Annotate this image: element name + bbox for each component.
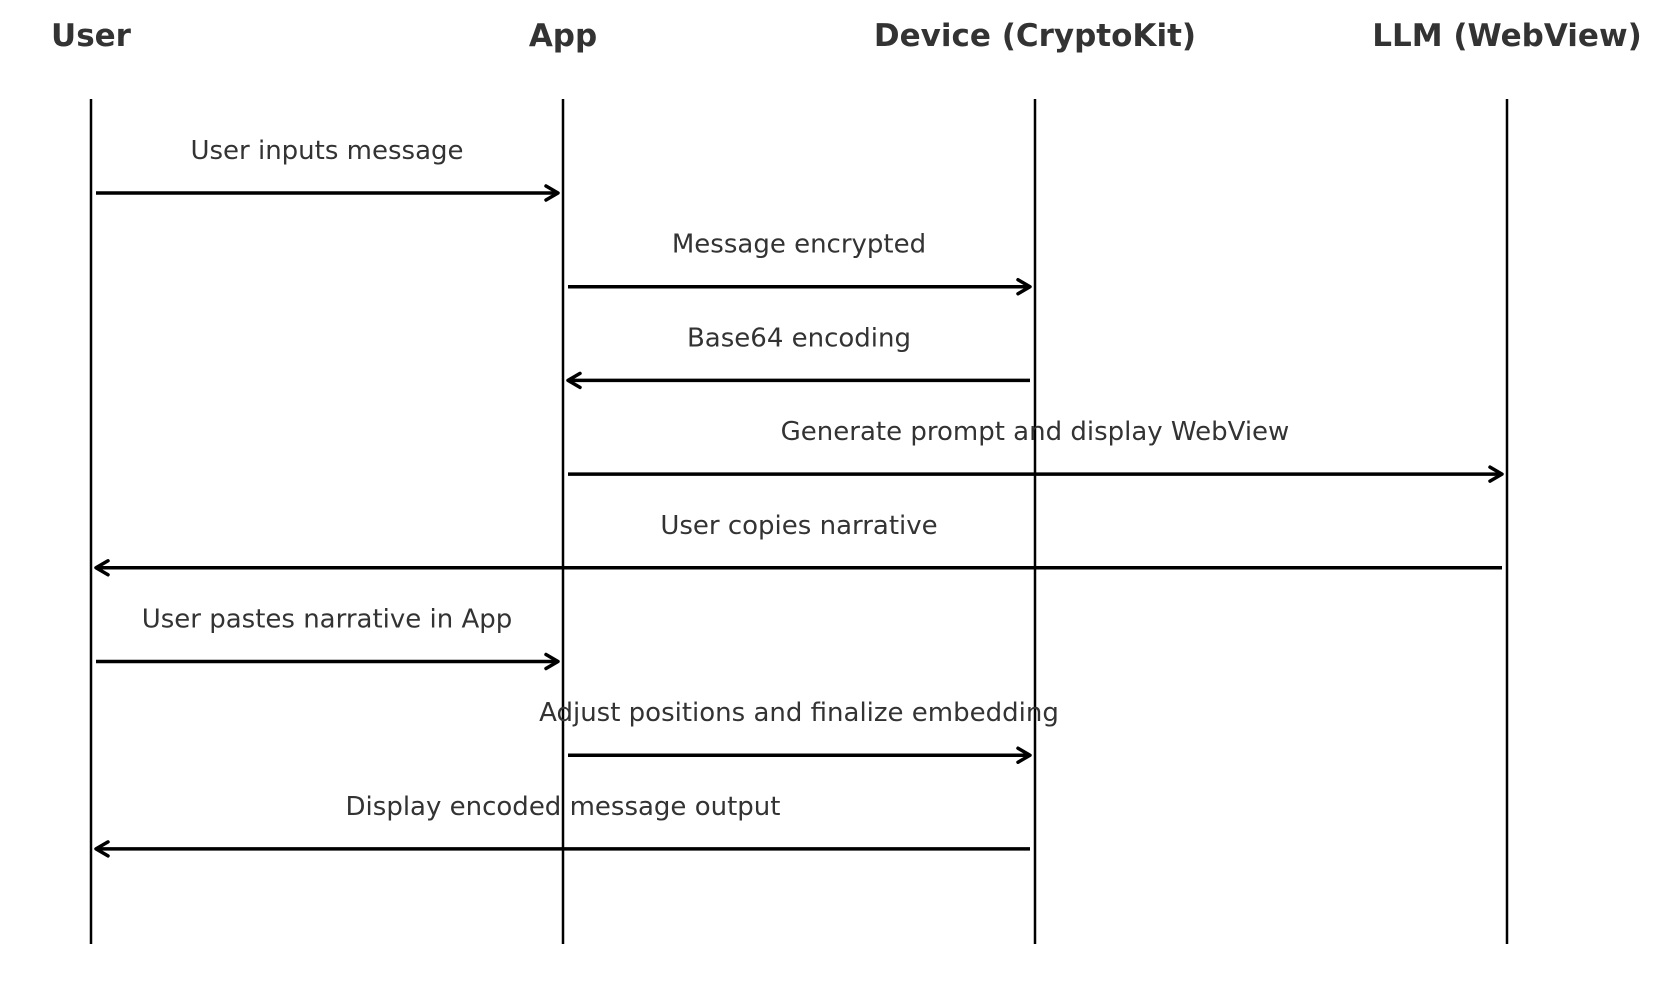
arrowhead-icon <box>544 652 560 671</box>
message-7: Adjust positions and finalize embedding <box>539 698 1059 764</box>
message-8: Display encoded message output <box>94 792 1030 858</box>
message-label: Generate prompt and display WebView <box>781 417 1290 447</box>
arrowhead-icon <box>1488 465 1504 483</box>
participant-label-user: User <box>51 18 132 54</box>
participant-label-llm: LLM (WebView) <box>1372 18 1642 54</box>
message-label: Adjust positions and finalize embedding <box>539 698 1059 728</box>
participant-label-app: App <box>529 18 597 54</box>
message-5: User copies narrative <box>94 511 1502 577</box>
message-label: Display encoded message output <box>346 792 781 822</box>
arrowhead-icon <box>1016 746 1032 764</box>
message-1: User inputs message <box>96 136 560 202</box>
message-label: Message encrypted <box>672 230 926 260</box>
message-label: Base64 encoding <box>687 323 911 353</box>
message-label: User copies narrative <box>660 511 937 541</box>
message-6: User pastes narrative in App <box>96 605 560 671</box>
message-2: Message encrypted <box>568 230 1032 296</box>
participant-label-device: Device (CryptoKit) <box>874 18 1196 54</box>
message-label: User pastes narrative in App <box>142 605 513 635</box>
message-4: Generate prompt and display WebView <box>568 417 1504 483</box>
arrowhead-icon <box>1016 277 1032 296</box>
message-3: Base64 encoding <box>566 323 1030 390</box>
arrowhead-icon <box>94 840 110 858</box>
arrowhead-icon <box>566 371 582 390</box>
message-label: User inputs message <box>190 136 463 166</box>
arrowhead-icon <box>544 184 560 202</box>
arrowhead-icon <box>94 559 110 577</box>
